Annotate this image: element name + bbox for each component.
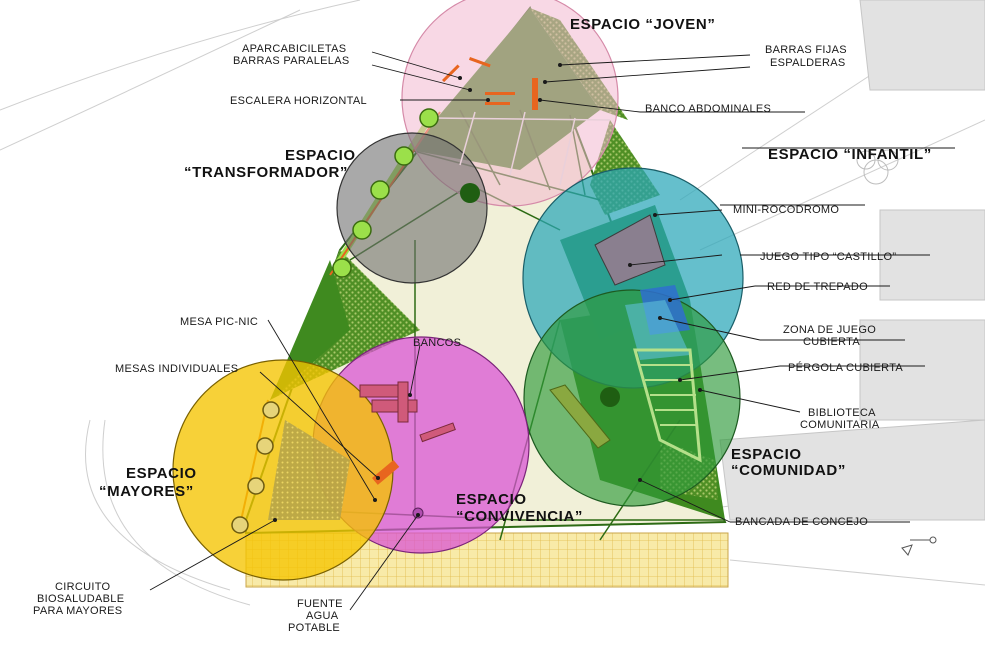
fitness-stations — [332, 108, 439, 278]
label-biblioteca-2: COMUNITARIA — [800, 419, 880, 431]
tree-icon — [600, 387, 620, 407]
label-red-trepado: RED DE TREPADO — [767, 281, 868, 293]
label-fuente-2: AGUA — [306, 610, 339, 622]
exercise-equipment — [442, 57, 538, 110]
zone-title-infantil: ESPACIO “INFANTIL” — [768, 146, 932, 163]
zone-title-convivencia-2: “CONVIVENCIA” — [456, 508, 583, 525]
label-circuito-1: CIRCUITO — [55, 581, 111, 593]
label-bancada: BANCADA DE CONCEJO — [735, 516, 868, 528]
joven-tiles — [429, 111, 611, 186]
pergola — [633, 348, 702, 463]
zone-title-comunidad-1: ESPACIO — [731, 446, 802, 463]
tree-icon — [856, 149, 899, 185]
label-biblioteca-1: BIBLIOTECA — [808, 407, 876, 419]
zone-title-transformador-1: ESPACIO — [285, 147, 356, 164]
castle-structure — [594, 214, 666, 286]
label-pergola: PÉRGOLA CUBIERTA — [788, 361, 903, 374]
label-circuito-2: BIOSALUDABLE — [37, 593, 124, 605]
mayores-dotted-area — [268, 420, 350, 520]
zone-title-joven: ESPACIO “JOVEN” — [570, 16, 715, 33]
zone-title-mayores-1: ESPACIO — [126, 465, 197, 482]
zone-title-transformador-2: “TRANSFORMADOR” — [184, 164, 348, 181]
picnic-tables — [359, 381, 456, 443]
label-mesa-picnic: MESA PIC-NIC — [180, 316, 258, 328]
label-zona-juego-1: ZONA DE JUEGO — [783, 324, 876, 336]
label-barras-paralelas: BARRAS PARALELAS — [233, 55, 349, 67]
label-fuente-1: FUENTE — [297, 598, 343, 610]
buildings — [719, 0, 985, 521]
covered-play — [625, 300, 690, 360]
label-banco-abdominales: BANCO ABDOMINALES — [645, 103, 771, 115]
label-espalderas: ESPALDERAS — [770, 57, 846, 69]
label-aparcabicicletas: APARCABICILETAS — [242, 43, 346, 55]
zone-title-convivencia-1: ESPACIO — [456, 491, 527, 508]
zone-circle-transformador — [336, 132, 488, 284]
label-circuito-3: PARA MAYORES — [33, 605, 122, 617]
leader-dots — [273, 63, 702, 522]
label-fuente-3: POTABLE — [288, 622, 340, 634]
street-lamp-icon — [901, 536, 937, 556]
zone-title-comunidad-2: “COMUNIDAD” — [731, 462, 846, 479]
mayores-stations — [231, 401, 280, 534]
label-bancos: BANCOS — [413, 337, 461, 349]
tree-icon — [460, 183, 480, 203]
label-juego-castillo: JUEGO TIPO “CASTILLO” — [760, 251, 896, 263]
label-zona-juego-2: CUBIERTA — [803, 336, 860, 348]
pergola-slats — [640, 364, 698, 426]
label-escalera: ESCALERA HORIZONTAL — [230, 95, 367, 107]
library-bench — [549, 384, 611, 449]
label-mini-rocodromo: MINI-ROCODROMO — [733, 204, 839, 216]
leader-lines — [149, 51, 955, 611]
zone-title-mayores-2: “MAYORES” — [99, 483, 194, 500]
label-mesas-individuales: MESAS INDIVIDUALES — [115, 363, 238, 375]
label-barras-fijas: BARRAS FIJAS — [765, 44, 847, 56]
